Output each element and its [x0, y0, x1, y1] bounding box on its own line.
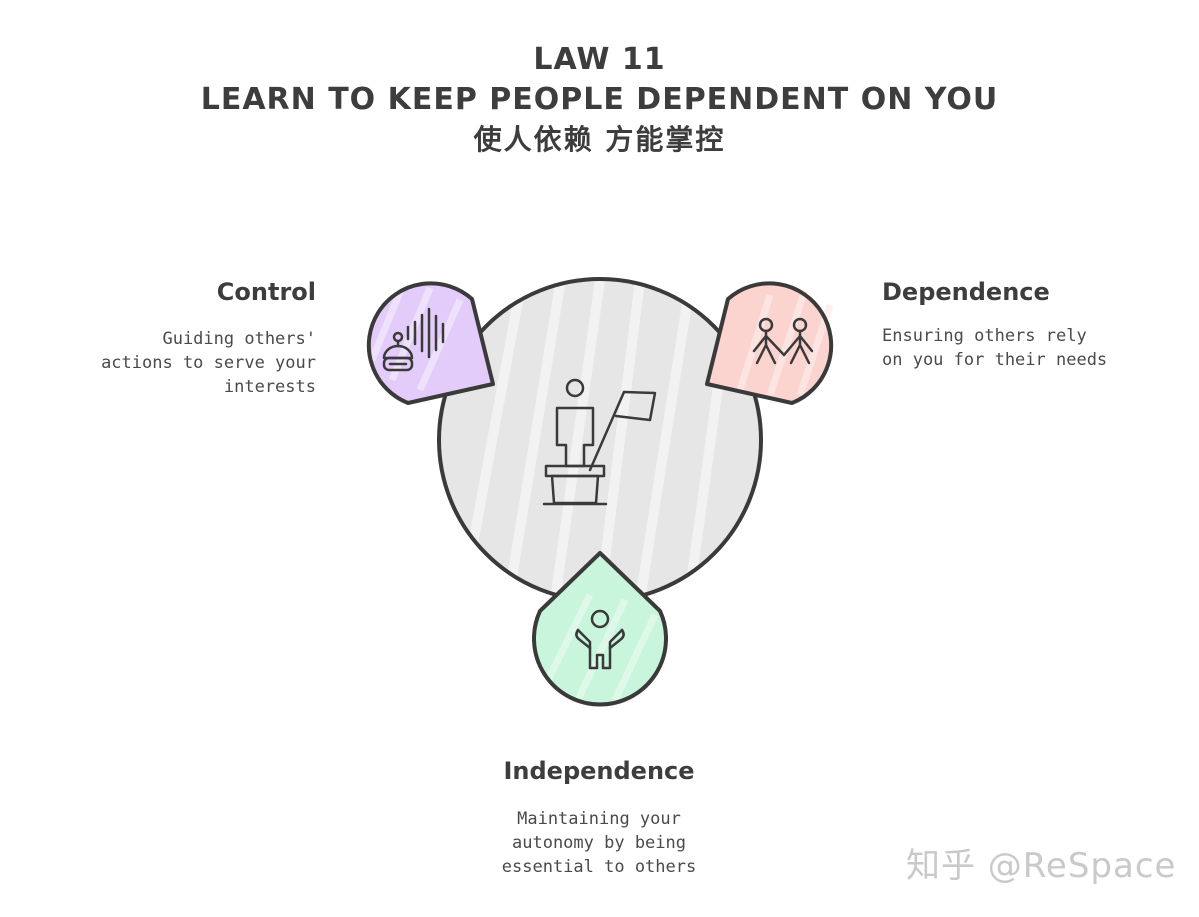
dependence-description-line: Ensuring others rely [882, 326, 1087, 346]
title-chinese: 使人依赖 方能掌控 [473, 123, 726, 156]
independence-description-line: autonomy by being [512, 833, 686, 853]
control-node [366, 281, 495, 405]
control-description: Guiding others' actions to serve your in… [80, 327, 316, 399]
control-description-line: actions to serve your [101, 353, 316, 373]
robot-soundwave-icon [382, 307, 445, 372]
independence-node [532, 551, 668, 707]
independence-title: Independence [503, 757, 695, 785]
dependence-title: Dependence [882, 278, 1050, 306]
independence-description-line: essential to others [501, 857, 697, 877]
dependence-description: Ensuring others rely on you for their ne… [882, 324, 1182, 372]
control-description-line: Guiding others' [162, 329, 316, 349]
dependence-description-line: on you for their needs [882, 350, 1108, 370]
title-block: LAW 11 LEARN TO KEEP PEOPLE DEPENDENT ON… [0, 40, 1199, 160]
person-arms-raised-icon [575, 609, 625, 670]
control-description-line: interests [223, 377, 316, 397]
person-flag-podium-icon [542, 378, 657, 506]
center-circle [437, 277, 763, 603]
two-people-holding-hands-icon [752, 317, 814, 365]
independence-description-line: Maintaining your [517, 809, 681, 829]
control-title: Control [216, 278, 316, 306]
title-law-name: LEARN TO KEEP PEOPLE DEPENDENT ON YOU [200, 82, 999, 117]
title-law-number: LAW 11 [533, 42, 666, 77]
watermark: 知乎 @ReSpace [906, 846, 1177, 886]
dependence-node [705, 281, 834, 405]
independence-description: Maintaining your autonomy by being essen… [440, 807, 758, 879]
